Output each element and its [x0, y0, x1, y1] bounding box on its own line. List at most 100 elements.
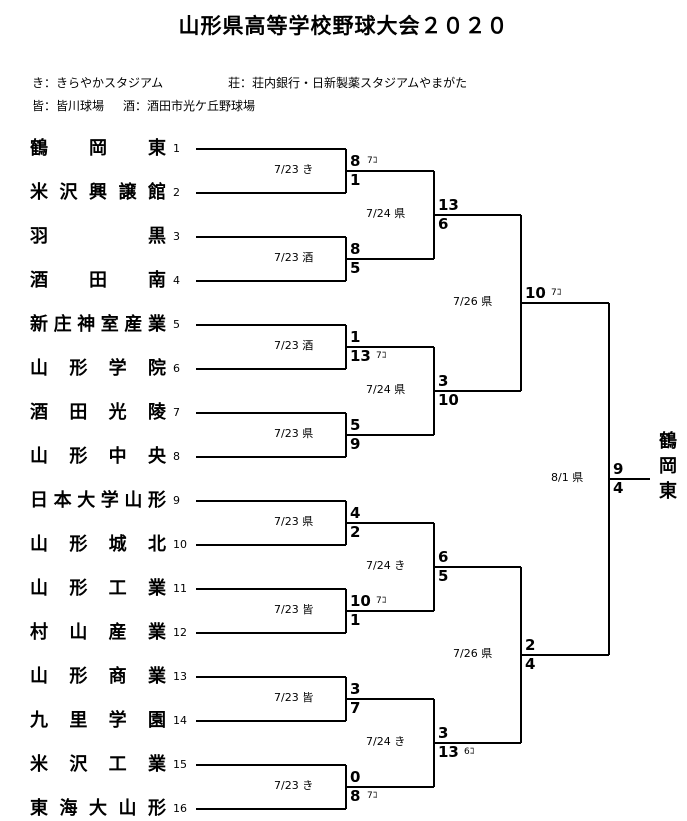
venue-legend-kirayaka: き：きらやかスタジアム — [32, 76, 164, 90]
team-name: 羽黒 — [30, 226, 166, 248]
team-seed: 3 — [173, 230, 180, 243]
team-name-char: 山 — [30, 578, 48, 599]
team-name: 山形学院 — [30, 358, 166, 380]
team-name-char: 産 — [108, 622, 127, 643]
team-name-char: 羽 — [30, 226, 48, 247]
match-date-venue: 7/23 県 — [274, 427, 314, 440]
score-top: 3 — [350, 680, 361, 698]
team-seed: 13 — [173, 670, 187, 683]
venue-legend-sakata: 酒：酒田市光ケ丘野球場 — [123, 99, 256, 113]
team-seed: 2 — [173, 186, 180, 199]
team-name-char: 城 — [108, 534, 127, 555]
score-top: 8 — [350, 152, 361, 170]
team-name-char: 業 — [147, 622, 166, 643]
team-name: 米沢興譲館 — [30, 182, 166, 204]
innings-note: 6ｺ — [464, 747, 475, 757]
match-date-venue: 7/23 き — [274, 163, 314, 176]
team-name: 鶴岡東 — [30, 138, 166, 160]
team-name-char: 山 — [30, 666, 48, 687]
match-date-venue: 7/23 き — [274, 779, 314, 792]
match-date-venue: 8/1 県 — [551, 471, 584, 484]
team-seed: 10 — [173, 538, 187, 551]
team-name-char: 業 — [147, 754, 166, 775]
team-name: 村山産業 — [30, 622, 166, 644]
team-name-char: 日 — [30, 490, 48, 511]
team-name: 山形城北 — [30, 534, 166, 556]
venue-legend-minagawa: 皆：皆川球場 — [32, 99, 105, 113]
team-name-char: 陵 — [147, 402, 166, 423]
score-top: 10 — [350, 592, 371, 610]
team-name: 東海大山形 — [30, 798, 166, 820]
innings-note: 7ｺ — [376, 596, 387, 606]
team-name-char: 業 — [147, 578, 166, 599]
team-name-char: 業 — [147, 666, 166, 687]
score-bottom: 13 — [438, 743, 459, 761]
team-name-char: 庄 — [53, 314, 72, 335]
team-name-char: 中 — [108, 446, 127, 467]
score-bottom: 5 — [438, 567, 449, 585]
team-name-char: 興 — [89, 182, 107, 203]
score-bottom: 8 — [350, 787, 361, 805]
team-name-char: 里 — [69, 710, 88, 731]
team-name-char: 形 — [69, 666, 88, 687]
score-bottom: 6 — [438, 215, 449, 233]
score-bottom: 10 — [438, 391, 459, 409]
team-name-char: 産 — [124, 314, 143, 335]
champion-char-1: 鶴 — [659, 431, 677, 452]
team-name-char: 本 — [53, 490, 72, 511]
team-seed: 14 — [173, 714, 187, 727]
score-bottom: 2 — [350, 523, 361, 541]
team-name-char: 館 — [148, 182, 166, 203]
score-bottom: 7 — [350, 699, 361, 717]
team-seed: 1 — [173, 142, 180, 155]
innings-note: 7ｺ — [376, 351, 387, 361]
innings-note: 7ｺ — [551, 288, 562, 298]
score-bottom: 1 — [350, 171, 361, 189]
match-date-venue: 7/26 県 — [453, 647, 493, 660]
team-name-char: 形 — [69, 578, 88, 599]
score-bottom: 5 — [350, 259, 361, 277]
team-name-char: 形 — [148, 798, 166, 819]
team-name-char: 室 — [100, 314, 119, 335]
team-name-char: 神 — [77, 314, 96, 335]
champion-char-2: 岡 — [659, 456, 677, 477]
team-name-char: 沢 — [69, 754, 88, 775]
score-bottom: 13 — [350, 347, 371, 365]
team-name-char: 央 — [147, 446, 166, 467]
team-name-char: 形 — [69, 534, 88, 555]
team-name: 山形中央 — [30, 446, 166, 468]
team-name-char: 山 — [118, 798, 137, 819]
team-seed: 16 — [173, 802, 187, 815]
team-name-char: 山 — [69, 622, 88, 643]
team-name-char: 北 — [147, 534, 166, 555]
team-name-char: 九 — [30, 710, 48, 731]
team-name-char: 山 — [30, 358, 48, 379]
score-bottom: 9 — [350, 435, 361, 453]
team-seed: 8 — [173, 450, 180, 463]
team-name-char: 米 — [30, 754, 48, 775]
team-name: 酒田光陵 — [30, 402, 166, 424]
team-name: 山形商業 — [30, 666, 166, 688]
page-title: 山形県高等学校野球大会２０２０ — [178, 14, 509, 38]
team-seed: 5 — [173, 318, 180, 331]
team-seed: 11 — [173, 582, 187, 595]
champion-char-3: 東 — [659, 481, 677, 502]
team-name-char: 形 — [147, 490, 166, 511]
score-top: 3 — [438, 372, 449, 390]
team-name-char: 形 — [69, 446, 88, 467]
match-date-venue: 7/24 き — [366, 735, 406, 748]
team-seed: 12 — [173, 626, 187, 639]
team-name-char: 米 — [30, 182, 48, 203]
team-name-char: 山 — [30, 534, 48, 555]
team-seed: 4 — [173, 274, 180, 287]
score-top: 2 — [525, 636, 536, 654]
team-name: 米沢工業 — [30, 754, 166, 776]
team-name-char: 工 — [108, 754, 127, 775]
team-name-char: 鶴 — [30, 138, 48, 159]
team-name-char: 海 — [59, 798, 78, 819]
team-name-char: 酒 — [30, 402, 48, 423]
score-bottom: 1 — [350, 611, 361, 629]
team-name-char: 業 — [147, 314, 166, 335]
team-name-char: 山 — [30, 446, 48, 467]
